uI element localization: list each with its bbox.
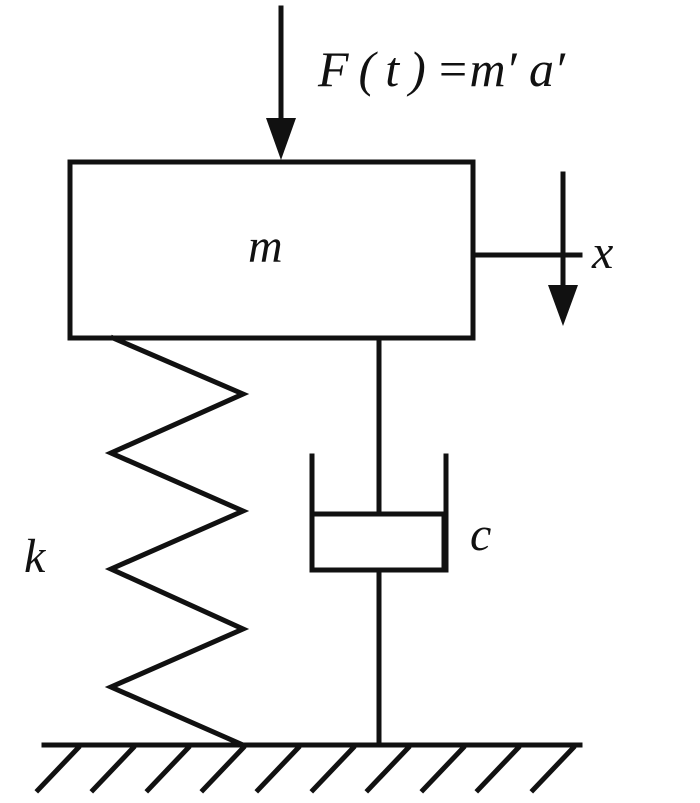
damper-label: c (470, 508, 491, 561)
spring (104, 334, 250, 749)
mass-label: m (248, 220, 283, 273)
damper (309, 337, 449, 748)
mass-block (67, 159, 476, 341)
spring-label: k (24, 530, 47, 583)
displacement-label: x (591, 226, 613, 279)
ground (34, 742, 583, 794)
displacement-arrow (472, 171, 583, 326)
force-arrow (266, 5, 296, 160)
force-label: F ( t ) =m′ a′ (317, 41, 566, 97)
